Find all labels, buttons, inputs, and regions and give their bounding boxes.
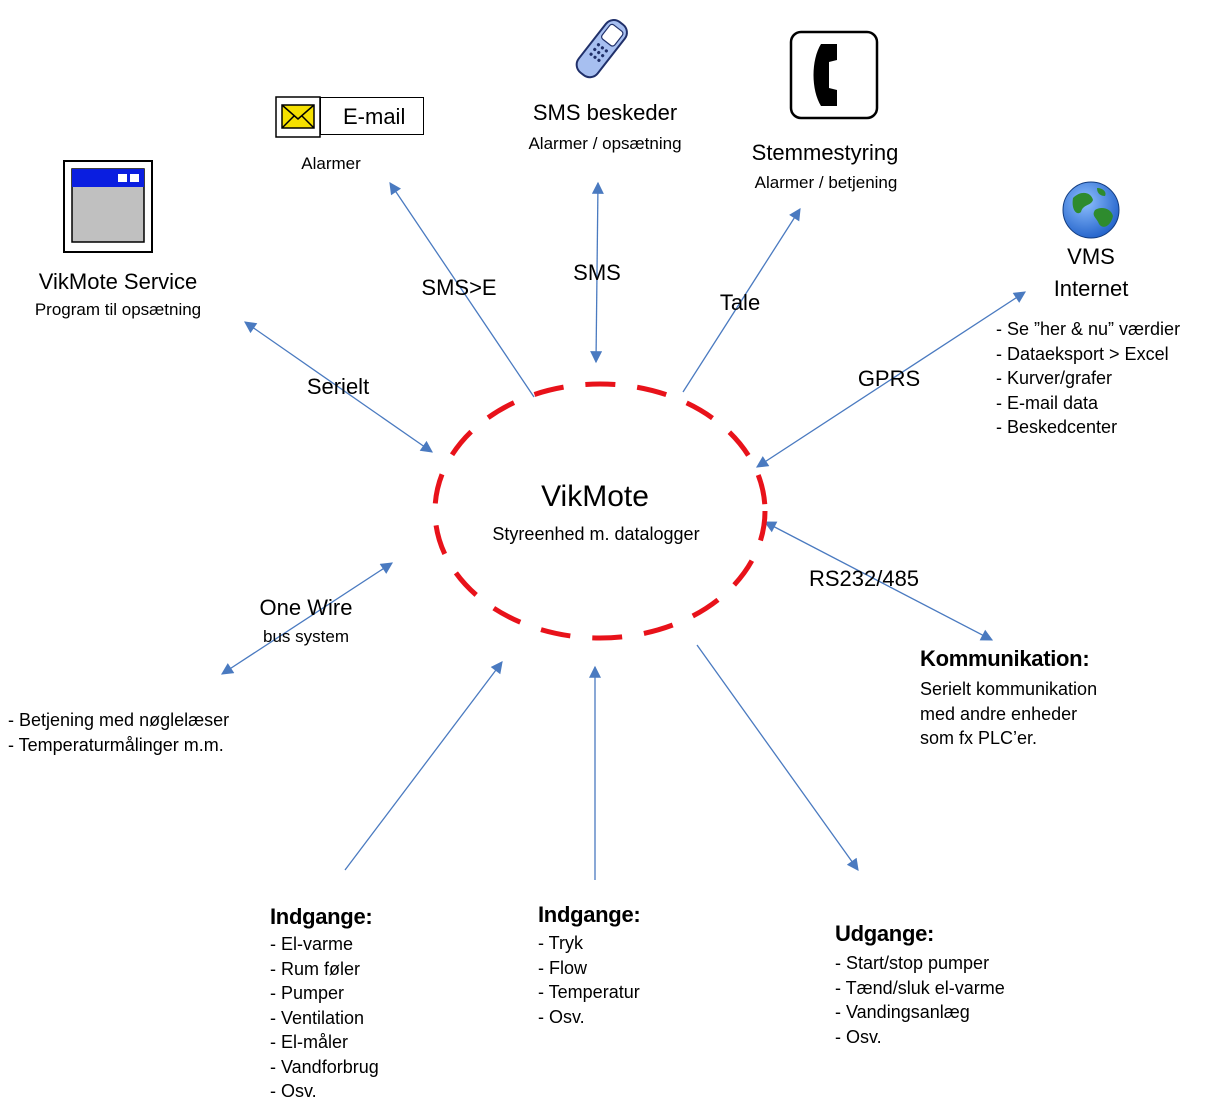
list-item: - Osv. [538,1006,585,1027]
list-item: - Se ”her & nu” værdier [996,319,1181,339]
mobile-phone-icon [566,14,636,87]
comm-heading: Kommunikation: [920,646,1090,671]
link-voice [682,207,801,393]
list-item: - Temperatur [538,982,640,1002]
onewire-subtitle: bus system [263,627,349,646]
list-item: - Temperaturmålinger m.m. [8,734,224,755]
link-gprs [755,291,1027,468]
link-rs [763,521,994,641]
link-sms [590,181,604,364]
list-item: - Pumper [270,983,345,1003]
globe-icon [1061,180,1121,245]
list-item: - Tænd/sluk el-varme [835,977,1005,998]
list-item: - El-måler [270,1032,349,1052]
inputs2-list: - Tryk - Flow - Temperatur - Osv. [538,931,640,1029]
center-subtitle: Styreenhed m. datalogger [492,524,700,544]
list-item: med andre enheder [920,703,1078,724]
comm-description: Serielt kommunikation med andre enheder … [920,677,1097,751]
list-item: - E-mail data [996,392,1099,413]
telephone-icon [789,30,879,125]
label-voice: Tale [719,290,761,315]
list-item: - Rum føler [270,958,360,979]
email-subtitle: Alarmer [301,154,361,173]
email-title: E-mail [343,104,406,129]
envelope-icon [275,96,321,143]
list-item: som fx PLC’er. [920,728,1038,748]
label-rs: RS232/485 [808,566,920,591]
inputs1-list: - El-varme - Rum føler - Pumper - Ventil… [270,932,379,1104]
list-item: - Flow [538,957,587,978]
inputs2-heading: Indgange: [538,902,641,927]
voice-subtitle: Alarmer / betjening [754,173,898,192]
list-item: Serielt kommunikation [920,679,1098,699]
list-item: - Tryk [538,933,583,953]
link-outputs [696,644,859,871]
outputs-heading: Udgange: [835,921,935,946]
vms-title: VMS [1067,244,1115,269]
sms-title: SMS beskeder [532,100,678,125]
center-title: VikMote [541,480,649,513]
window-icon [63,160,153,258]
list-item: - El-varme [270,934,354,954]
list-item: - Beskedcenter [996,417,1118,437]
list-item: - Kurver/grafer [996,368,1113,388]
link-onewire [220,562,394,675]
email-title-box: E-mail [320,97,424,135]
list-item: - Osv. [835,1026,882,1047]
vms-subtitle: Internet [1053,276,1129,301]
service-subtitle: Program til opsætning [34,300,202,319]
label-sms: SMS [573,260,621,285]
list-item: - Osv. [270,1081,317,1101]
list-item: - Ventilation [270,1007,365,1028]
inputs1-heading: Indgange: [270,904,373,929]
voice-title: Stemmestyring [751,140,899,165]
list-item: - Start/stop pumper [835,953,990,973]
list-item: - Vandforbrug [270,1056,379,1077]
vikmote-ring [432,381,768,641]
service-title: VikMote Service [38,269,198,294]
link-inputs1 [344,661,503,871]
label-gprs: GPRS [857,366,921,391]
link-sms-e [389,182,535,398]
link-serial [244,321,433,453]
vms-features: - Se ”her & nu” værdier - Dataeksport > … [996,317,1180,440]
sms-subtitle: Alarmer / opsætning [528,134,682,153]
outputs-list: - Start/stop pumper - Tænd/sluk el-varme… [835,951,1005,1049]
list-item: - Betjening med nøglelæser [8,710,230,730]
onewire-features: - Betjening med nøglelæser - Temperaturm… [8,708,229,757]
list-item: - Dataeksport > Excel [996,343,1169,364]
list-item: - Vandingsanlæg [835,1002,970,1022]
label-serial: Serielt [306,374,370,399]
label-sms-e: SMS>E [421,275,497,300]
onewire-title: One Wire [259,595,353,620]
